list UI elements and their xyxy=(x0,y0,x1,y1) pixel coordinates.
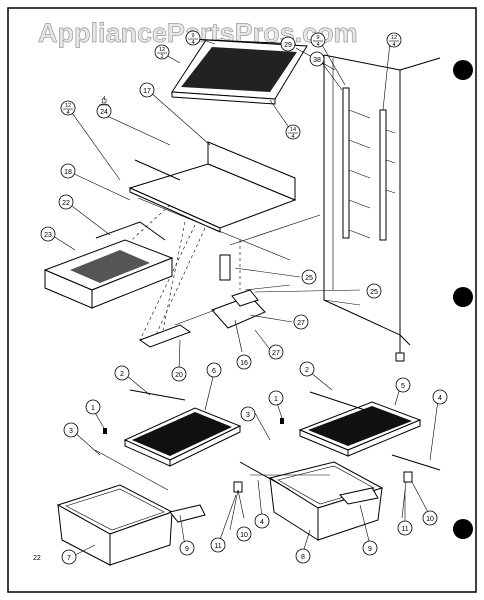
callout-11-b: 11 xyxy=(401,526,408,533)
fraction-f5-den: 4 xyxy=(191,40,194,46)
fraction-f3-den: 4 xyxy=(102,96,105,102)
binder-hole-top xyxy=(453,60,473,80)
cabinet-liner xyxy=(323,54,441,362)
fraction-f5-num: 9 xyxy=(191,33,194,39)
leader-lines xyxy=(49,37,439,556)
lower-left-glass-shelf xyxy=(94,389,242,491)
callout-16: 16 xyxy=(240,360,248,367)
shelf-rail-left xyxy=(342,87,350,239)
fraction-f7-den: 4 xyxy=(316,42,319,48)
lower-right-glass-shelf xyxy=(298,391,441,471)
lower-left-drawer xyxy=(56,484,206,566)
crisper-drawer-upper xyxy=(43,221,174,309)
callout-4-a: 4 xyxy=(438,395,442,402)
lower-right-drawer xyxy=(239,461,384,541)
callout-38: 38 xyxy=(313,57,321,64)
fraction-f7-num: 9 xyxy=(316,35,319,41)
callout-11-a: 11 xyxy=(214,543,221,550)
callout-3-a: 3 xyxy=(69,428,73,435)
callout-1-b: 1 xyxy=(274,396,278,403)
fraction-f4-num: 14 xyxy=(290,127,296,133)
callout-4-b: 4 xyxy=(260,519,264,526)
lower-right-hardware xyxy=(280,418,413,519)
callout-20: 20 xyxy=(175,372,183,379)
binder-hole-middle xyxy=(453,287,473,307)
callout-10-a: 10 xyxy=(240,532,248,539)
callout-6: 6 xyxy=(212,368,216,375)
callout-1-a: 1 xyxy=(91,405,95,412)
callout-25-b: 25 xyxy=(370,289,378,296)
callout-2-b: 2 xyxy=(305,367,309,374)
callout-23: 23 xyxy=(44,232,52,239)
page-border xyxy=(7,7,477,593)
callout-5: 5 xyxy=(401,383,405,390)
binder-hole-bottom xyxy=(453,519,473,539)
callout-17: 17 xyxy=(143,88,151,95)
callout-9-b: 9 xyxy=(368,546,372,553)
page-number: 22 xyxy=(33,555,41,562)
shelf-rail-right xyxy=(379,109,387,241)
fraction-f6-den: 4 xyxy=(392,42,395,48)
middle-shelf xyxy=(128,141,321,261)
callout-18: 18 xyxy=(64,169,72,176)
fraction-f2-num: 12 xyxy=(65,103,71,109)
fraction-f2-den: 4 xyxy=(66,110,69,116)
callout-22: 22 xyxy=(62,200,70,207)
callout-9-a: 9 xyxy=(185,546,189,553)
fraction-f3-num: 12 xyxy=(101,99,107,105)
callout-circles xyxy=(40,30,448,565)
shelf-brackets xyxy=(138,254,291,348)
fraction-f1-num: 12 xyxy=(159,47,165,53)
callout-25-a: 25 xyxy=(305,275,313,282)
callout-2-a: 2 xyxy=(120,371,124,378)
callout-7: 7 xyxy=(67,555,71,562)
top-glass-shelf xyxy=(171,38,308,105)
callout-24: 24 xyxy=(100,109,108,116)
callout-10-b: 10 xyxy=(426,516,434,523)
lower-left-hardware xyxy=(103,428,243,531)
callout-3-b: 3 xyxy=(246,412,250,419)
callout-27-b: 27 xyxy=(272,350,280,357)
callout-29: 29 xyxy=(284,42,292,49)
fraction-f1-den: 2 xyxy=(160,54,163,60)
fraction-f6-num: 12 xyxy=(391,35,397,41)
callout-8: 8 xyxy=(301,554,305,561)
fraction-f4-den: 4 xyxy=(291,134,294,140)
callout-27-a: 27 xyxy=(297,320,305,327)
